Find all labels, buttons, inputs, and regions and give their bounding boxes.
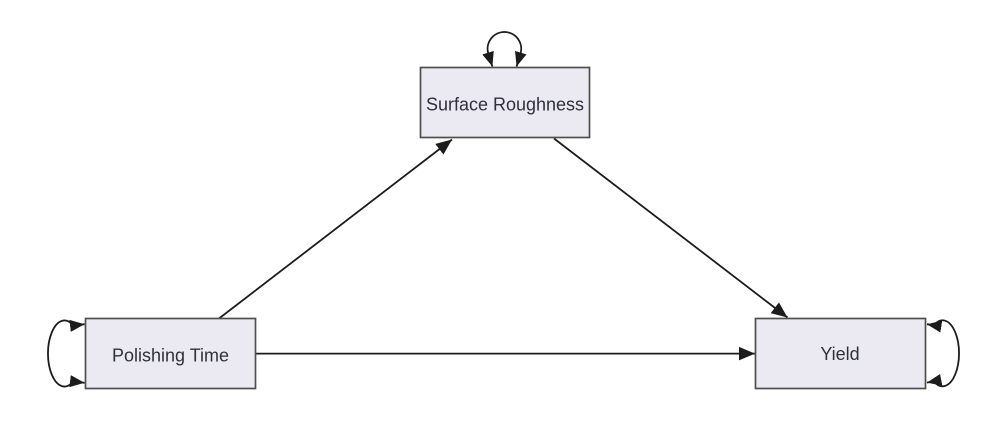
svg-text:Surface Roughness: Surface Roughness <box>426 95 584 115</box>
svg-text:Polishing Time: Polishing Time <box>112 345 229 365</box>
svg-text:Yield: Yield <box>820 344 859 364</box>
